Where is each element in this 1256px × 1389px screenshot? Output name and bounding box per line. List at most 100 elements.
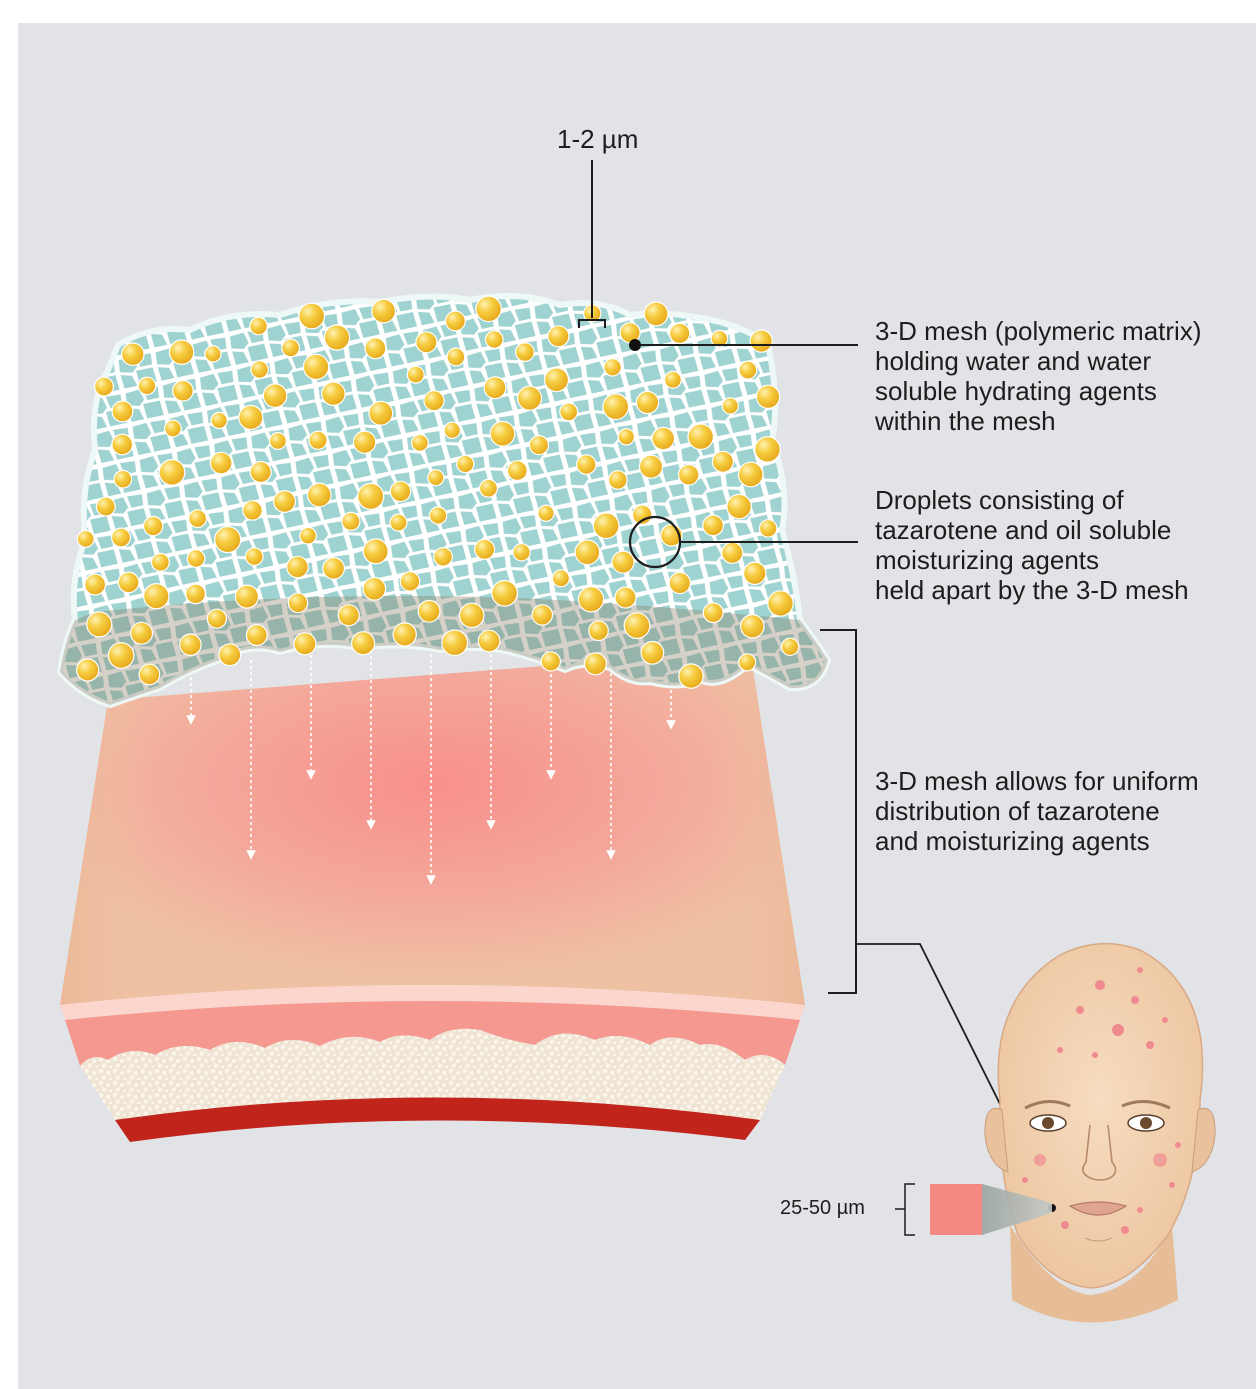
droplet-icon — [246, 625, 267, 646]
droplet-icon — [712, 451, 733, 472]
droplet-icon — [338, 605, 359, 626]
mesh-pointer-dot — [629, 339, 641, 351]
droplet-icon — [444, 422, 460, 438]
droplet-icon — [604, 359, 621, 376]
droplet-icon — [407, 366, 424, 383]
droplet-icon — [210, 452, 232, 474]
droplet-icon — [640, 455, 663, 478]
droplet-icon — [589, 621, 609, 641]
droplet-icon — [239, 406, 263, 430]
droplet-icon — [669, 572, 690, 593]
skin-block — [60, 650, 805, 1142]
droplet-icon — [309, 431, 327, 449]
droplet-icon — [541, 652, 560, 671]
droplet-icon — [131, 622, 153, 644]
mesh-description-line: holding water and water — [875, 346, 1202, 376]
droplet-icon — [87, 612, 112, 637]
droplet-icon — [652, 427, 674, 449]
droplet-icon — [476, 296, 501, 321]
droplet-icon — [159, 460, 185, 486]
droplet-icon — [165, 420, 182, 437]
droplet-description-line: held apart by the 3-D mesh — [875, 575, 1189, 605]
droplet-icon — [219, 644, 241, 666]
droplet-icon — [460, 603, 484, 627]
droplet-icon — [122, 343, 144, 365]
droplet-icon — [750, 330, 772, 352]
droplet-icon — [365, 338, 386, 359]
droplet-icon — [679, 664, 703, 688]
droplet-icon — [530, 436, 549, 455]
mesh-description-line: soluble hydrating agents — [875, 376, 1202, 406]
droplet-description-line: tazarotene and oil soluble — [875, 515, 1189, 545]
droplet-icon — [727, 494, 751, 518]
droplet-icon — [294, 633, 316, 655]
droplet-icon — [288, 593, 307, 612]
droplet-icon — [538, 505, 554, 521]
droplet-icon — [187, 550, 205, 568]
droplet-icon — [513, 544, 530, 561]
droplet-icon — [77, 531, 94, 548]
droplet-icon — [548, 326, 569, 347]
droplet-description: Droplets consisting of tazarotene and oi… — [875, 485, 1189, 605]
droplet-icon — [299, 303, 325, 329]
droplet-icon — [95, 377, 114, 396]
droplet-icon — [741, 615, 764, 638]
distribution-description-line: 3-D mesh allows for uniform — [875, 766, 1199, 796]
droplet-icon — [679, 465, 699, 485]
droplet-icon — [372, 299, 396, 323]
droplet-icon — [612, 551, 634, 573]
droplet-icon — [575, 540, 600, 565]
micron-face-bracket — [895, 1184, 915, 1235]
droplet-icon — [434, 548, 453, 567]
droplet-icon — [77, 659, 99, 681]
distribution-description-line: and moisturizing agents — [875, 826, 1199, 856]
droplet-icon — [308, 483, 332, 507]
droplet-icon — [363, 578, 386, 601]
droplet-icon — [457, 455, 474, 472]
droplet-icon — [287, 556, 308, 577]
droplet-icon — [169, 340, 193, 364]
droplet-icon — [430, 507, 447, 524]
droplet-icon — [545, 368, 569, 392]
mesh-description-line: within the mesh — [875, 406, 1202, 436]
droplet-icon — [739, 361, 757, 379]
droplet-icon — [447, 348, 465, 366]
droplet-icon — [323, 558, 345, 580]
face-illustration — [985, 944, 1215, 1323]
droplet-icon — [615, 587, 636, 608]
droplet-icon — [274, 491, 296, 513]
droplet-icon — [189, 510, 207, 528]
droplet-icon — [207, 609, 226, 628]
droplet-icon — [446, 311, 466, 331]
droplet-icon — [738, 462, 763, 487]
droplet-icon — [418, 600, 440, 622]
droplet-icon — [584, 653, 606, 675]
droplet-icon — [744, 562, 766, 584]
droplet-icon — [755, 437, 780, 462]
droplet-icon — [96, 497, 115, 516]
droplet-icon — [246, 548, 264, 566]
droplet-icon — [722, 398, 738, 414]
droplet-icon — [112, 434, 133, 455]
droplet-icon — [760, 520, 777, 537]
droplet-icon — [139, 664, 160, 685]
skin-sample-square — [930, 1184, 982, 1235]
polymer-mesh-icon — [60, 296, 828, 705]
droplet-icon — [300, 527, 317, 544]
droplet-icon — [490, 422, 515, 447]
droplet-icon — [215, 527, 241, 553]
droplet-icon — [108, 643, 134, 669]
micron-face-label: 25-50 µm — [780, 1196, 865, 1220]
droplet-icon — [352, 632, 375, 655]
micron-top-label: 1-2 µm — [557, 124, 638, 154]
droplet-description-line: moisturizing agents — [875, 545, 1189, 575]
droplet-icon — [412, 435, 429, 452]
droplet-icon — [782, 638, 799, 655]
droplet-icon — [263, 384, 286, 407]
mesh-description-line: 3-D mesh (polymeric matrix) — [875, 316, 1202, 346]
droplet-icon — [390, 514, 407, 531]
droplet-icon — [424, 391, 444, 411]
droplet-icon — [138, 377, 155, 394]
droplet-icon — [205, 346, 221, 362]
